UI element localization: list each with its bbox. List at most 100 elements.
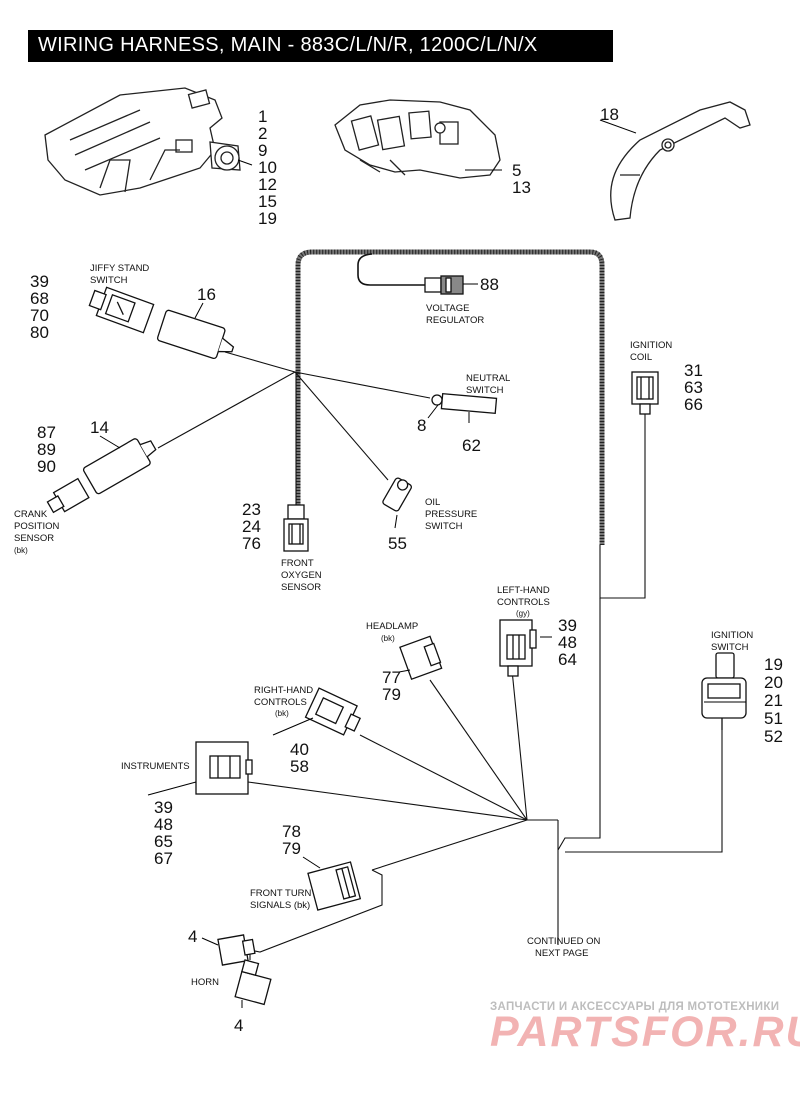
leader-lines	[99, 283, 746, 1008]
callout-headlamp-0: 77	[382, 668, 401, 687]
components	[46, 275, 747, 1006]
callout-crank-1: 89	[37, 440, 56, 459]
callout-a-6: 19	[258, 209, 277, 228]
label-turn-0: FRONT TURN	[250, 888, 312, 899]
callout-a-4: 12	[258, 175, 277, 194]
callout-ign-switch-3: 51	[764, 709, 783, 728]
horn-connector-top	[217, 934, 256, 966]
ignition-switch-part	[701, 652, 747, 730]
label-o2-0: FRONT	[281, 558, 314, 569]
watermark-tagline: ЗАПЧАСТИ И АКСЕССУАРЫ ДЛЯ МОТОТЕХНИКИ	[490, 1001, 780, 1013]
label-left-0: LEFT-HAND	[497, 585, 550, 596]
callout-instr-3: 67	[154, 849, 173, 868]
callout-a-3: 10	[258, 158, 277, 177]
callout-oxygen-1: 24	[242, 517, 261, 536]
label-oil-1: PRESSURE	[425, 509, 477, 520]
callout-ign-switch-2: 21	[764, 691, 783, 710]
callout-a-2: 9	[258, 141, 267, 160]
left-hand-connector	[499, 619, 537, 677]
callout-instr-2: 65	[154, 832, 173, 851]
callout-right-1: 58	[290, 757, 309, 776]
neutral-switch-part	[431, 392, 498, 415]
callout-a-1: 2	[258, 124, 267, 143]
label-left-1: CONTROLS	[497, 597, 550, 608]
callout-ign-switch-4: 52	[764, 727, 783, 746]
callout-jiffy-3: 80	[30, 323, 49, 342]
label-ign-1: SWITCH	[711, 642, 749, 653]
label-coil-0: IGNITION	[630, 340, 672, 351]
cover-drawing	[599, 101, 751, 221]
callout-left-1: 48	[558, 633, 577, 652]
callout-b-0: 5	[512, 161, 521, 180]
callout-horn-top: 4	[188, 927, 197, 946]
callout-horn-bottom: 4	[234, 1016, 243, 1035]
component-labels: JIFFY STAND SWITCH VOLTAGE REGULATOR NEU…	[14, 263, 753, 988]
callout-jiffy-boot: 16	[197, 285, 216, 304]
crank-sensor-boot	[82, 438, 157, 495]
label-continued-0: CONTINUED ON	[527, 936, 601, 947]
label-o2-2: SENSOR	[281, 582, 321, 593]
callout-oxygen-2: 76	[242, 534, 261, 553]
callout-oxygen-0: 23	[242, 500, 261, 519]
callout-left-0: 39	[558, 616, 577, 635]
callout-left-2: 64	[558, 650, 577, 669]
callout-voltage-regulator: 88	[480, 275, 499, 294]
page-title: WIRING HARNESS, MAIN - 883C/L/N/R, 1200C…	[38, 34, 538, 56]
turn-signal-connector	[307, 861, 362, 911]
label-left-2: (gy)	[516, 609, 530, 618]
jiffy-stand-boot	[156, 309, 235, 360]
label-oil-2: SWITCH	[425, 521, 463, 532]
label-headlamp-1: (bk)	[381, 634, 395, 643]
watermark-logo: PARTSFOR.RU	[490, 1008, 800, 1056]
label-crank-3: (bk)	[14, 546, 28, 555]
instruments-connector	[195, 741, 253, 795]
label-oil-0: OIL	[425, 497, 440, 508]
callout-crank-boot: 14	[90, 418, 109, 437]
callout-coil-2: 66	[684, 395, 703, 414]
horn-connector-bottom	[234, 959, 272, 1006]
callout-oil: 55	[388, 534, 407, 553]
label-continued-1: NEXT PAGE	[535, 948, 589, 959]
label-instruments: INSTRUMENTS	[121, 761, 190, 772]
callout-jiffy-2: 70	[30, 306, 49, 325]
callout-a-5: 15	[258, 192, 277, 211]
callout-instr-1: 48	[154, 815, 173, 834]
oil-pressure-switch-part	[382, 477, 412, 512]
label-o2-1: OXYGEN	[281, 570, 322, 581]
callout-ign-switch-1: 20	[764, 673, 783, 692]
label-crank-2: SENSOR	[14, 533, 54, 544]
callout-turn-1: 79	[282, 839, 301, 858]
label-turn-1: SIGNALS (bk)	[250, 900, 310, 911]
callout-coil-0: 31	[684, 361, 703, 380]
callout-neutral-a: 8	[417, 416, 426, 435]
callout-jiffy-0: 39	[30, 272, 49, 291]
crank-sensor-connector	[46, 477, 90, 514]
callout-crank-0: 87	[37, 423, 56, 442]
callout-right-0: 40	[290, 740, 309, 759]
callout-numbers: 1 2 9 10 12 15 19 5 13 18 39 68 70 80 16…	[30, 105, 783, 1035]
title-bar: WIRING HARNESS, MAIN - 883C/L/N/R, 1200C…	[28, 30, 613, 62]
callout-neutral-b: 62	[462, 436, 481, 455]
label-vr-0: VOLTAGE	[426, 303, 469, 314]
callout-a-0: 1	[258, 107, 267, 126]
callout-jiffy-1: 68	[30, 289, 49, 308]
label-right-0: RIGHT-HAND	[254, 685, 313, 696]
callout-ign-switch-0: 19	[764, 655, 783, 674]
headlamp-connector	[399, 635, 443, 681]
label-headlamp-0: HEADLAMP	[366, 621, 418, 632]
label-neutral-1: SWITCH	[466, 385, 504, 396]
label-jiffy-1: SWITCH	[90, 275, 128, 286]
label-coil-1: COIL	[630, 352, 652, 363]
label-right-1: CONTROLS	[254, 697, 307, 708]
harness-wires	[157, 249, 723, 960]
jiffy-stand-connector	[88, 286, 155, 334]
callout-instr-0: 39	[154, 798, 173, 817]
callout-headlamp-1: 79	[382, 685, 401, 704]
right-hand-connector	[304, 687, 362, 736]
bracket-assembly-drawing	[44, 87, 253, 196]
callout-crank-2: 90	[37, 457, 56, 476]
label-jiffy-0: JIFFY STAND	[90, 263, 149, 274]
label-vr-1: REGULATOR	[426, 315, 484, 326]
callout-turn-0: 78	[282, 822, 301, 841]
